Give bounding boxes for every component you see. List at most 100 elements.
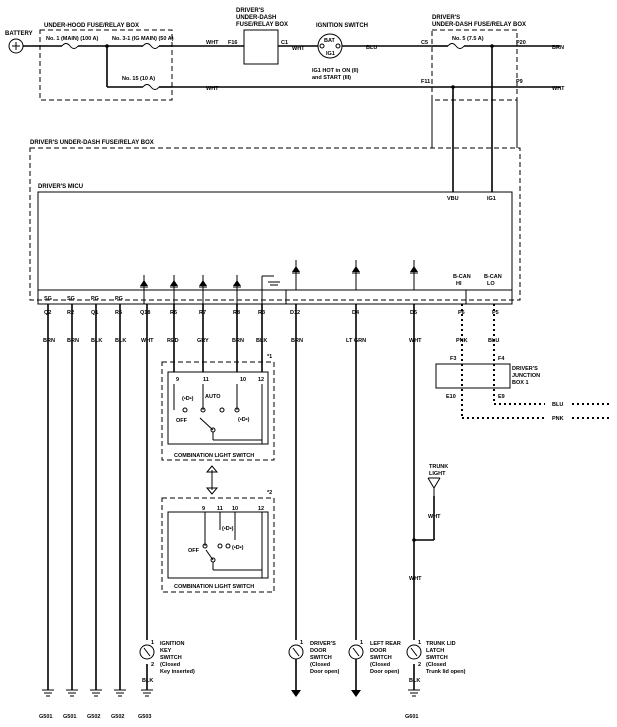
svg-text:C1: C1 — [281, 40, 288, 46]
svg-text:(•D•): (•D•) — [232, 545, 244, 551]
svg-text:(Closed: (Closed — [160, 662, 180, 668]
svg-text:10: 10 — [240, 377, 246, 383]
fuse-ig-main — [142, 43, 160, 49]
fuse-15-label: No. 15 (10 A) — [122, 76, 155, 82]
svg-text:2: 2 — [418, 662, 421, 668]
svg-text:LIGHT: LIGHT — [429, 471, 446, 477]
svg-text:12: 12 — [258, 377, 264, 383]
svg-text:WHT: WHT — [206, 86, 219, 92]
svg-text:E10: E10 — [446, 394, 456, 400]
svg-text:DRIVER'S MICU: DRIVER'S MICU — [38, 184, 83, 190]
svg-text:BLU: BLU — [366, 45, 377, 51]
svg-text:FUSE/RELAY BOX: FUSE/RELAY BOX — [236, 22, 288, 28]
svg-text:PG: PG — [91, 296, 99, 302]
svg-text:P20: P20 — [516, 40, 526, 46]
svg-text:F3: F3 — [450, 356, 456, 362]
svg-text:BRN: BRN — [67, 338, 79, 344]
svg-text:DOOR: DOOR — [370, 648, 387, 654]
svg-text:UNDER-DASH FUSE/RELAY BOX: UNDER-DASH FUSE/RELAY BOX — [432, 22, 526, 28]
micu-pin-labels: SG SG PG PG B-CAN HI B-CAN LO Q2 R2 Q1 R… — [44, 274, 502, 316]
svg-text:10: 10 — [232, 506, 238, 512]
svg-text:B-CAN: B-CAN — [484, 274, 502, 280]
svg-text:DRIVER'S: DRIVER'S — [236, 8, 264, 14]
svg-text:BOX 1: BOX 1 — [512, 380, 529, 386]
svg-text:G601: G601 — [405, 714, 418, 720]
svg-text:BAT: BAT — [324, 38, 336, 44]
svg-text:WHT: WHT — [206, 40, 219, 46]
svg-text:DOOR: DOOR — [310, 648, 327, 654]
svg-text:R2: R2 — [67, 310, 74, 316]
svg-text:Key inserted): Key inserted) — [160, 669, 195, 675]
svg-text:Door open): Door open) — [310, 669, 339, 675]
svg-text:(Closed: (Closed — [370, 662, 390, 668]
micu-box — [37, 191, 513, 305]
svg-text:(Closed: (Closed — [426, 662, 446, 668]
svg-text:BRN: BRN — [291, 338, 303, 344]
svg-text:BLU: BLU — [488, 338, 499, 344]
fuse-5 — [447, 43, 465, 49]
svg-text:JUNCTION: JUNCTION — [512, 373, 540, 379]
svg-text:and START (III): and START (III) — [312, 75, 351, 81]
svg-text:F11: F11 — [421, 79, 430, 85]
svg-text:HI: HI — [456, 281, 462, 287]
svg-text:WHT: WHT — [409, 576, 422, 582]
svg-text:Trunk lid open): Trunk lid open) — [426, 669, 466, 675]
combination-light-switch-1 — [161, 361, 275, 461]
svg-text:LT GRN: LT GRN — [346, 338, 366, 344]
svg-text:KEY: KEY — [160, 648, 172, 654]
micu-input-diodes — [140, 260, 418, 304]
svg-text:COMBINATION LIGHT SWITCH: COMBINATION LIGHT SWITCH — [174, 453, 254, 459]
svg-text:P5: P5 — [492, 310, 499, 316]
svg-text:DRIVER'S UNDER-DASH FUSE/RELAY: DRIVER'S UNDER-DASH FUSE/RELAY BOX — [30, 140, 154, 146]
svg-text:OFF: OFF — [176, 418, 188, 424]
battery-symbol — [8, 38, 24, 54]
svg-text:F4: F4 — [498, 356, 505, 362]
dash-fuse-box-small — [243, 29, 279, 65]
svg-text:SWITCH: SWITCH — [370, 655, 392, 661]
svg-text:G501: G501 — [39, 714, 52, 720]
svg-text:*2: *2 — [267, 490, 272, 496]
svg-text:D12: D12 — [290, 310, 300, 316]
svg-text:WHT: WHT — [141, 338, 154, 344]
svg-text:P6: P6 — [458, 310, 465, 316]
svg-text:11: 11 — [203, 377, 209, 383]
svg-text:COMBINATION LIGHT SWITCH: COMBINATION LIGHT SWITCH — [174, 584, 254, 590]
svg-text:1: 1 — [360, 640, 363, 646]
svg-text:G502: G502 — [87, 714, 100, 720]
ignition-key-switch — [139, 644, 155, 660]
svg-text:(Closed: (Closed — [310, 662, 330, 668]
svg-text:IG1 HOT in ON (II): IG1 HOT in ON (II) — [312, 68, 359, 74]
svg-text:SG: SG — [44, 296, 52, 302]
svg-text:F16: F16 — [228, 40, 237, 46]
svg-text:(•D•): (•D•) — [238, 417, 250, 423]
svg-text:12: 12 — [258, 506, 264, 512]
svg-text:PNK: PNK — [552, 416, 564, 422]
svg-text:1: 1 — [151, 640, 154, 646]
svg-text:BLK: BLK — [91, 338, 102, 344]
svg-text:BLK: BLK — [409, 678, 420, 684]
svg-text:PNK: PNK — [456, 338, 468, 344]
svg-text:WHT: WHT — [552, 86, 565, 92]
ground-symbols — [42, 689, 420, 697]
combination-light-switch-2 — [161, 497, 275, 593]
svg-text:TRUNK LID: TRUNK LID — [426, 641, 456, 647]
svg-text:WHT: WHT — [428, 514, 441, 520]
svg-text:2: 2 — [151, 662, 154, 668]
svg-text:1: 1 — [300, 640, 303, 646]
drivers-junction-box-1 — [435, 363, 511, 389]
svg-text:VBU: VBU — [447, 196, 459, 202]
svg-text:IG1: IG1 — [326, 51, 335, 57]
svg-text:BRN: BRN — [552, 45, 564, 51]
fuse-15 — [142, 84, 160, 90]
svg-text:9: 9 — [176, 377, 179, 383]
svg-text:DRIVER'S: DRIVER'S — [512, 366, 538, 372]
svg-text:P9: P9 — [516, 79, 523, 85]
svg-text:SWITCH: SWITCH — [310, 655, 332, 661]
svg-text:Door open): Door open) — [370, 669, 399, 675]
svg-text:WHT: WHT — [292, 46, 305, 52]
svg-text:*1: *1 — [267, 354, 272, 360]
svg-text:(•D•): (•D•) — [182, 396, 194, 402]
svg-text:IGNITION: IGNITION — [160, 641, 184, 647]
fuse-main — [61, 43, 79, 49]
svg-text:RED: RED — [167, 338, 179, 344]
